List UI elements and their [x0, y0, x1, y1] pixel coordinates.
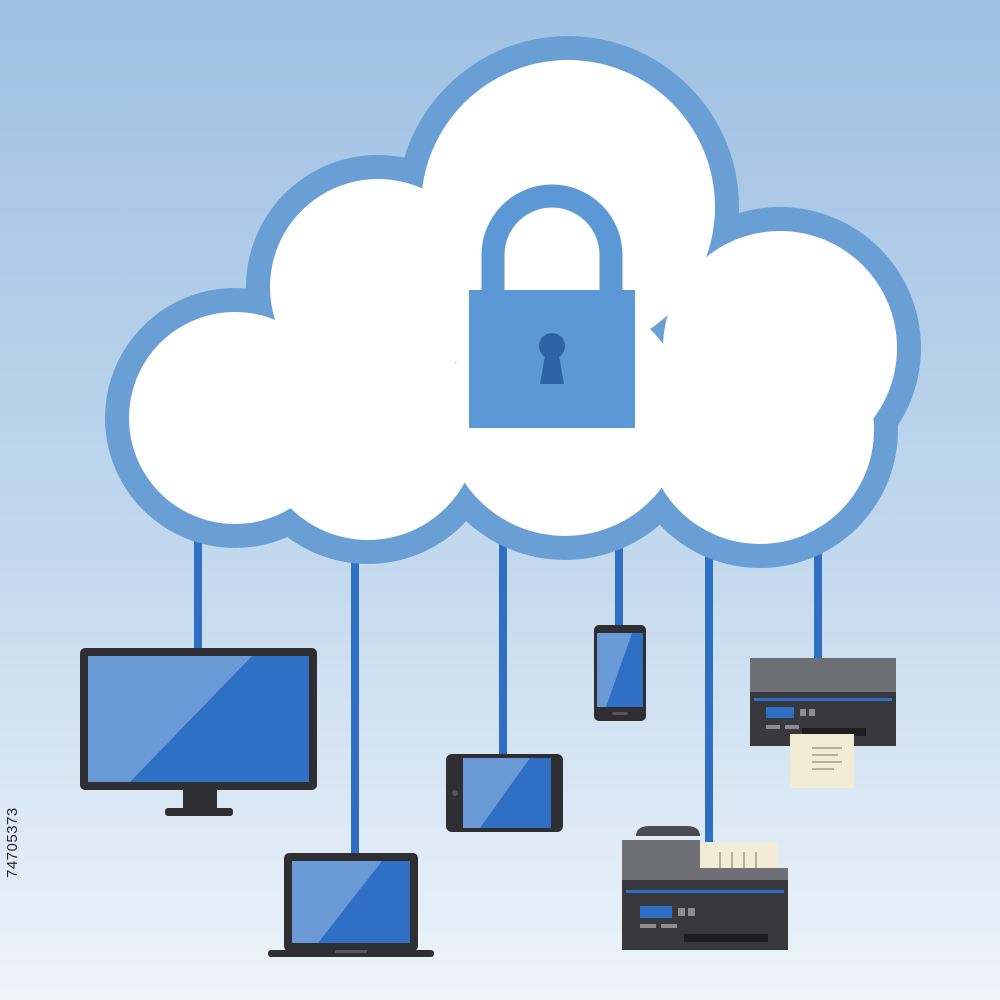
monitor-icon — [80, 648, 317, 816]
keyhole-slot — [540, 350, 564, 384]
laptop-icon — [268, 853, 434, 957]
fax-icon — [622, 826, 788, 950]
printer-icon — [750, 658, 896, 788]
padlock-icon — [469, 184, 635, 428]
tablet-icon — [446, 754, 563, 832]
keyhole-icon — [539, 333, 565, 359]
connection-cables — [194, 520, 822, 855]
padlock-shackle — [481, 184, 623, 296]
stock-image-id: 74705373 — [4, 807, 21, 878]
smartphone-icon — [594, 625, 646, 721]
